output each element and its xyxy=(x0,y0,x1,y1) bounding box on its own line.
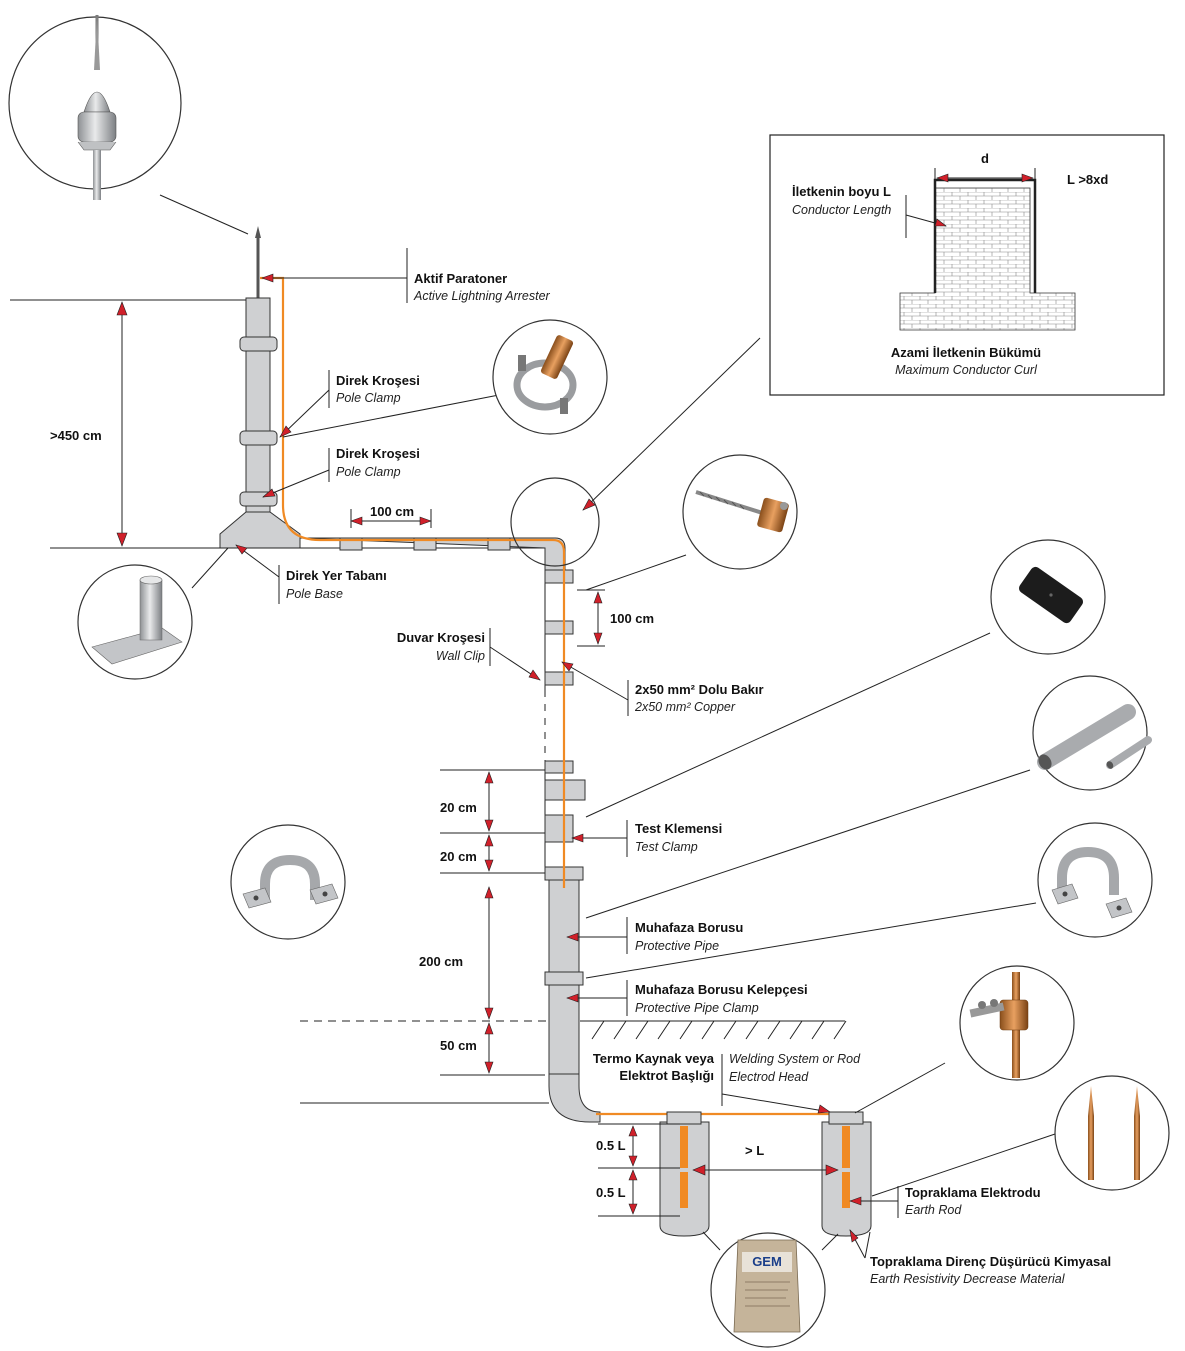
inset-title-en: Maximum Conductor Curl xyxy=(895,363,1038,377)
inset-title-tr: Azami İletkenin Bükümü xyxy=(891,345,1041,360)
label-active-arrester-tr: Aktif Paratoner xyxy=(414,271,507,286)
label-wall-clip-en: Wall Clip xyxy=(436,649,485,663)
label-pole-clamp-1-en: Pole Clamp xyxy=(336,391,401,405)
label-wall-clip-tr: Duvar Kroşesi xyxy=(397,630,485,645)
pole-clamp-photo xyxy=(492,319,608,435)
protective-pipe-photo xyxy=(1032,675,1152,791)
dim-below-ground: 50 cm xyxy=(440,1038,477,1053)
arrester-photo xyxy=(8,14,182,200)
roof-bend-circle xyxy=(510,477,600,567)
dim-test-gap-2: 20 cm xyxy=(440,849,477,864)
label-copper-en: 2x50 mm² Copper xyxy=(634,700,736,714)
dim-rod-half-1: 0.5 L xyxy=(596,1138,626,1153)
label-test-clamp-tr: Test Klemensi xyxy=(635,821,722,836)
label-active-arrester-en: Active Lightning Arrester xyxy=(413,289,551,303)
label-pole-clamp-2-tr: Direk Kroşesi xyxy=(336,446,420,461)
label-protective-pipe-en: Protective Pipe xyxy=(635,939,719,953)
wall-clip-screw-photo xyxy=(682,454,798,570)
ground-line xyxy=(300,1020,847,1104)
label-pipe-clamp-tr: Muhafaza Borusu Kelepçesi xyxy=(635,982,808,997)
inset-length-tr: İletkenin boyu L xyxy=(792,184,891,199)
label-welding-en-1: Welding System or Rod xyxy=(729,1052,861,1066)
inset-length-en: Conductor Length xyxy=(792,203,891,217)
label-chemical-en: Earth Resistivity Decrease Material xyxy=(870,1272,1066,1286)
dim-rod-half-2: 0.5 L xyxy=(596,1185,626,1200)
pole-base-photo xyxy=(77,564,193,680)
label-earth-rod-en: Earth Rod xyxy=(905,1203,962,1217)
pole-base-plate xyxy=(219,511,301,549)
label-pole-base-en: Pole Base xyxy=(286,587,343,601)
test-clamp-photo xyxy=(990,539,1106,655)
earth-electrode-right xyxy=(821,1111,872,1237)
dim-wall-spacing: 100 cm xyxy=(610,611,654,626)
pole-clamp-1 xyxy=(239,336,278,352)
conductor-curl-inset xyxy=(769,134,1165,396)
label-thermo-weld-tr-1: Termo Kaynak veya xyxy=(593,1051,715,1066)
label-welding-en-2: Electrod Head xyxy=(729,1070,809,1084)
earth-rod-photo xyxy=(1054,1075,1170,1191)
test-clamp-box xyxy=(544,814,574,843)
label-copper-tr: 2x50 mm² Dolu Bakır xyxy=(635,682,764,697)
label-thermo-weld-tr-2: Elektrot Başlığı xyxy=(619,1068,714,1083)
copper-conductor xyxy=(260,276,566,888)
earth-electrode-left xyxy=(659,1111,710,1237)
dim-rod-gap: > L xyxy=(745,1143,764,1158)
dimension-lines xyxy=(10,299,839,1217)
bag-logo: GEM xyxy=(752,1254,782,1269)
dim-roof-spacing: 100 cm xyxy=(370,504,414,519)
label-pole-clamp-1-tr: Direk Kroşesi xyxy=(336,373,420,388)
inset-rule-label: L >8xd xyxy=(1067,172,1108,187)
lightning-mast xyxy=(219,226,301,549)
label-pole-clamp-2-en: Pole Clamp xyxy=(336,465,401,479)
pipe-clamp-photo-right xyxy=(1037,822,1153,938)
label-pipe-clamp-en: Protective Pipe Clamp xyxy=(635,1001,759,1015)
label-protective-pipe-tr: Muhafaza Borusu xyxy=(635,920,743,935)
label-test-clamp-en: Test Clamp xyxy=(635,840,698,854)
pole-clamp-2 xyxy=(239,430,278,446)
inset-d-label: d xyxy=(981,151,989,166)
label-earth-rod-tr: Topraklama Elektrodu xyxy=(905,1185,1041,1200)
text-labels: Aktif Paratoner Active Lightning Arreste… xyxy=(50,151,1111,1286)
chemical-bag-photo: GEM xyxy=(710,1232,826,1348)
wall-conductor xyxy=(544,569,601,1123)
callout-lines xyxy=(159,194,1059,1259)
dim-pipe-length: 200 cm xyxy=(419,954,463,969)
pipe-clamp-photo-left xyxy=(230,824,346,940)
label-pole-base-tr: Direk Yer Tabanı xyxy=(286,568,387,583)
dim-mast-height: >450 cm xyxy=(50,428,102,443)
rod-head-photo xyxy=(959,965,1075,1081)
dim-test-gap-1: 20 cm xyxy=(440,800,477,815)
label-chemical-tr: Topraklama Direnç Düşürücü Kimyasal xyxy=(870,1254,1111,1269)
